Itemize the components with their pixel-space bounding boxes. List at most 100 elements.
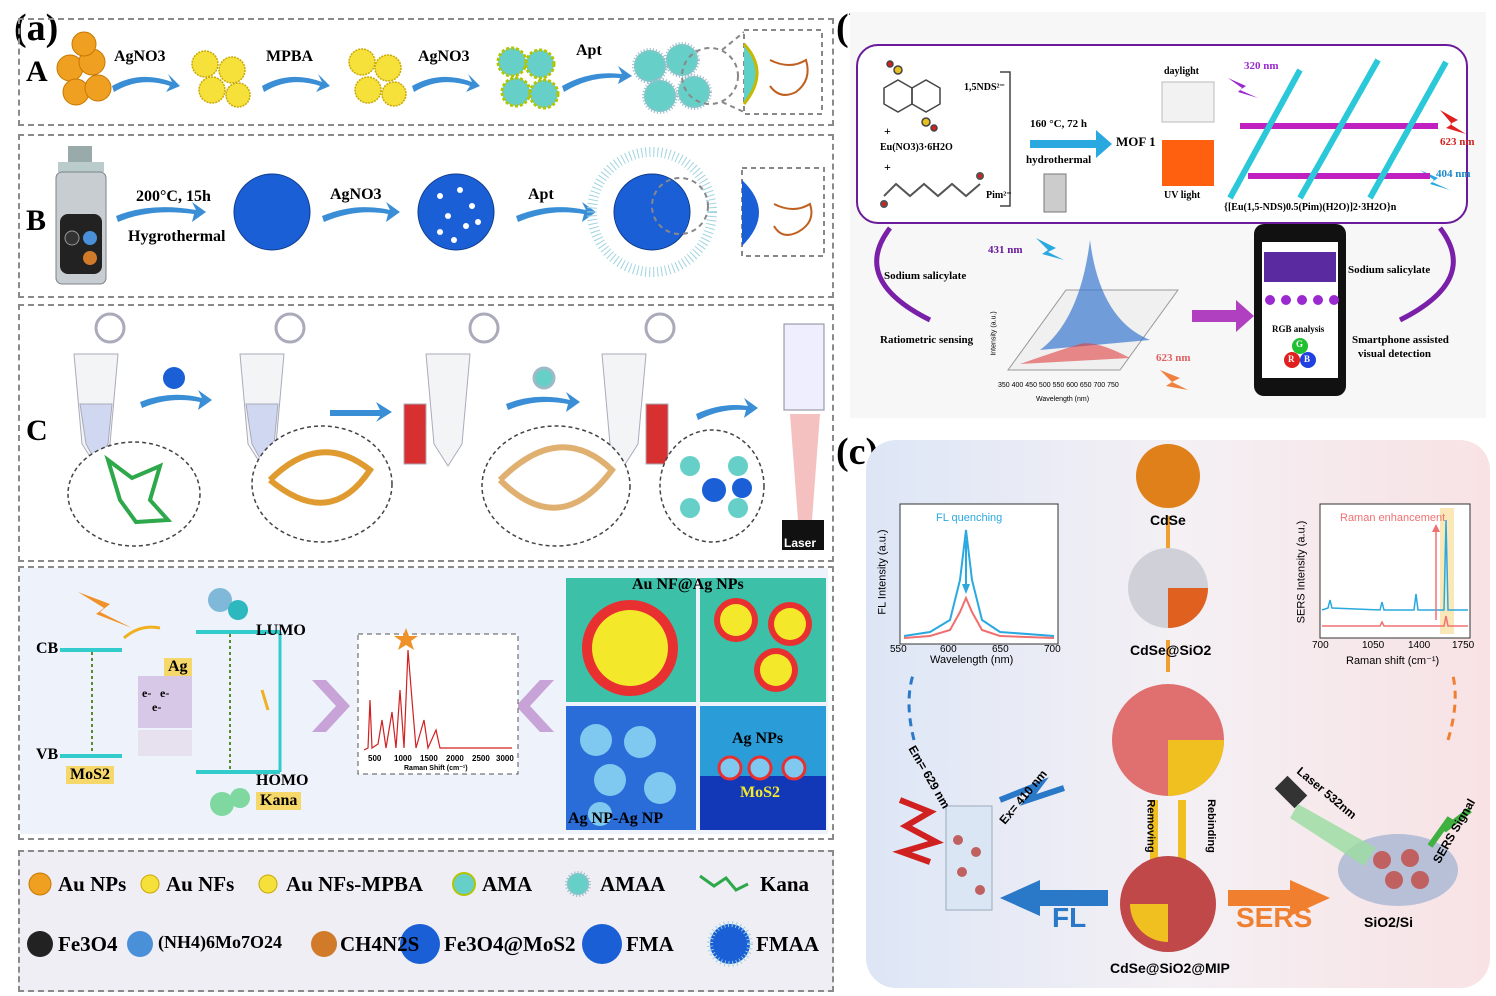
fl-tick-650: 650 (992, 644, 1009, 655)
row-b-diagram (55, 146, 825, 285)
wavelength-623: 623 nm (1440, 136, 1475, 148)
fdtd-label-agnp: Ag NP-Ag NP (568, 810, 664, 827)
rgb-letter-b: B (1304, 354, 1311, 364)
legend-icons (27, 871, 753, 967)
sers-chart-ylabel: SERS Intensity (a.u.) (1295, 520, 1308, 624)
ama-group (496, 46, 560, 110)
raman-tick-2: 1000 (394, 754, 412, 763)
reagent-pim: Pim²⁻ (986, 190, 1012, 201)
uv-photo (1162, 140, 1214, 186)
mof-formula: {[Eu(1,5-NDS)0.5(Pim)(H2O)]2·3H2O}n (1224, 202, 1397, 213)
rgb-label: RGB analysis (1272, 324, 1325, 334)
au-nps-cluster (56, 31, 112, 106)
nds-molecule (883, 60, 941, 132)
reagent-plus-1: + (884, 124, 891, 138)
sers-chart-title: Raman enhancement (1340, 512, 1446, 524)
reagent-plus-2: + (884, 160, 891, 174)
fl-tick-600: 600 (940, 644, 957, 655)
fdtd-label-agnps: Ag NPs (732, 730, 784, 747)
fl-chart-ylabel: FL Intensity (a.u.) (876, 529, 889, 615)
raman-spectrum-line (363, 649, 512, 751)
sodium-right: Sodium salicylate (1348, 264, 1431, 276)
row-b-box (18, 134, 834, 298)
reagent-eu: Eu(NO3)3·6H2O (880, 142, 953, 153)
cdse-sio2-label: CdSe@SiO2 (1130, 642, 1212, 658)
tube-4 (601, 312, 676, 467)
fl-curve-before (903, 529, 1055, 637)
row-a-step-1: AgNO3 (114, 48, 166, 65)
pim-chain (880, 172, 984, 208)
cdse-particle (1136, 444, 1200, 508)
kana-molecule-bottom (210, 788, 250, 816)
electron-label-1: e- (142, 686, 152, 700)
wavelength-320: 320 nm (1244, 60, 1279, 72)
row-b-step-agno3: AgNO3 (330, 186, 382, 203)
cdse-sio2-mip-label: CdSe@SiO2@MIP (1110, 960, 1230, 976)
kana-molecule-top (208, 588, 248, 620)
electron-label-3: e- (152, 700, 162, 714)
legend-fmaa: FMAA (756, 932, 819, 956)
row-c-box (18, 304, 834, 562)
row-b-step-apt: Apt (528, 186, 554, 203)
row-a-box (18, 18, 834, 126)
row-a-step-2: MPBA (266, 48, 314, 65)
tube-2 (239, 312, 306, 467)
kana-label: Kana (256, 792, 302, 810)
row-a-diagram (56, 29, 823, 115)
raman-tick-6: 3000 (496, 754, 514, 763)
laser-label: Laser (784, 536, 817, 550)
legend-ammonium-molybdate: (NH4)6Mo7O24 (158, 932, 282, 952)
legend-au-nfs: Au NFs (166, 872, 235, 896)
spectrum-ticks: 350 400 450 500 550 600 650 700 750 (998, 382, 1119, 389)
row-c-diagram (67, 312, 825, 550)
cdse-label: CdSe (1150, 512, 1186, 528)
daylight-label: daylight (1164, 66, 1200, 77)
sers-curve-normal (1322, 615, 1468, 627)
row-b-cond-temp: 200°C, 15h (136, 188, 211, 205)
legend-au-nfs-mpba: Au NFs-MPBA (286, 872, 424, 896)
mos2-label: MoS2 (66, 766, 114, 784)
raman-tick-3: 1500 (420, 754, 438, 763)
lumo-label: LUMO (256, 622, 306, 639)
row-a-step-4: Apt (576, 42, 602, 59)
legend-amaa: AMAA (600, 872, 666, 896)
synthesis-box (856, 44, 1468, 224)
legend-fe3o4-mos2: Fe3O4@MoS2 (444, 932, 576, 956)
fl-tick-700: 700 (1044, 644, 1061, 655)
row-a-label: A (26, 55, 48, 88)
sers-arrow-label: SERS (1236, 902, 1313, 933)
row-d-box (18, 566, 834, 840)
electron-label-2: e- (160, 686, 170, 700)
rgb-letter-r: R (1288, 354, 1295, 364)
ratiometric-label: Ratiometric sensing (880, 334, 974, 346)
fl-chart-xlabel: Wavelength (nm) (930, 654, 1014, 666)
lightning-623b-icon (1160, 370, 1188, 390)
sodium-left: Sodium salicylate (884, 270, 967, 282)
sers-curve-enhanced (1321, 519, 1468, 611)
homo-label: HOMO (256, 772, 309, 789)
sers-chart-xlabel: Raman shift (cm⁻¹) (1346, 655, 1440, 667)
reagent-nds: 1,5NDS²⁻ (964, 82, 1005, 93)
fl-curve-after (903, 595, 1055, 639)
fl-tick-550: 550 (890, 644, 907, 655)
sers-tick-1750: 1750 (1452, 640, 1475, 651)
uv-label: UV light (1164, 190, 1201, 201)
autoclave-icon (55, 146, 107, 285)
wavelength-623b: 623 nm (1156, 352, 1191, 364)
removing-label: Removing (1144, 799, 1157, 853)
star-icon (394, 628, 418, 650)
sers-tick-1050: 1050 (1362, 640, 1385, 651)
rgb-letter-g: G (1296, 339, 1304, 349)
sers-tick-1400: 1400 (1408, 640, 1431, 651)
row-b-label: B (26, 204, 47, 237)
legend-ama: AMA (482, 872, 533, 896)
lightning-320-icon (1228, 78, 1258, 98)
waterfall-spectrum (1007, 240, 1179, 371)
legend-kana: Kana (760, 872, 810, 896)
condition-method: hydrothermal (1026, 154, 1092, 166)
amaa-group (632, 42, 712, 114)
visual-label: visual detection (1358, 348, 1432, 360)
fma-sphere (417, 173, 495, 251)
legend-au-nps: Au NPs (58, 872, 127, 896)
condition-temp: 160 °C, 72 h (1030, 118, 1087, 130)
